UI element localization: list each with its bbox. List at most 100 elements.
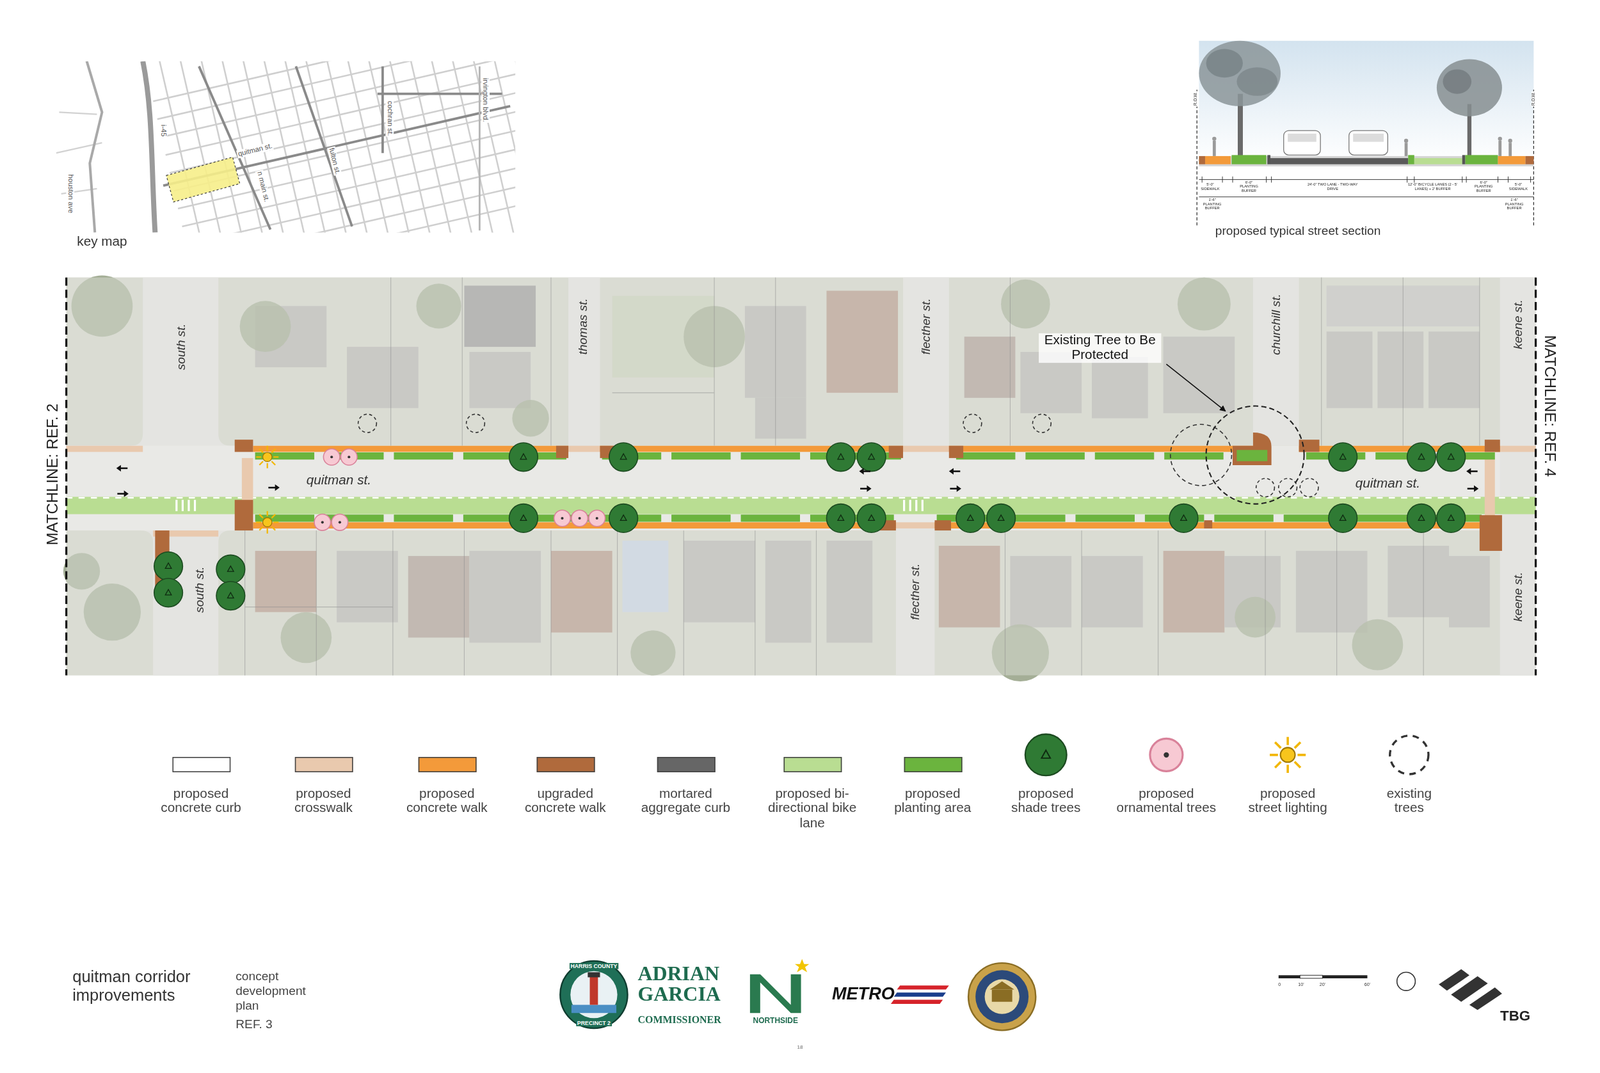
logos-part [1299,975,1323,979]
shade-tree-part [1328,442,1358,472]
dimension: R.O.W. [1531,91,1536,107]
street-section-part [1436,58,1503,116]
logos-part [894,992,946,997]
legend-label: proposed ornamental trees [1115,786,1218,816]
shade-tree [154,442,1466,610]
street-section-part-part [1498,140,1502,157]
street-name: fulton st. [327,145,343,176]
street-name: south st. [174,323,189,370]
street-name: houston ave [66,173,75,215]
shade-tree-part [509,504,539,534]
legend-label: proposed crosswalk [282,786,365,816]
dimension: 6'-0" PLANTING BUFFER [1470,181,1497,194]
existing-tree-part [1256,478,1275,498]
dimension: 1'-6" PLANTING BUFFER [1500,199,1528,212]
street-plan-part-part [234,439,254,452]
shade-tree-part [216,554,246,584]
street-name: thomas st. [576,298,591,355]
section-caption: proposed typical street section [1215,224,1381,239]
sheet-subtitle: concept development plan [235,969,323,1014]
existing-tree-part [1278,478,1298,498]
logos-part [984,979,1020,1015]
traffic-arrow-part [1466,468,1478,475]
ornamental-tree-part [314,514,331,532]
shade-tree-part [856,504,886,534]
shade-tree-part [986,504,1016,534]
legend-label: proposed concrete walk [398,786,496,816]
street-name: i-45 [159,123,168,138]
logos-part [992,990,1013,1003]
shade-tree-part [1407,504,1437,534]
callout-note: Existing Tree to Be Protected [1038,333,1161,363]
logos-part [890,1000,943,1005]
street-plan-part-part [909,499,912,512]
legend-label: existing trees [1378,786,1440,816]
existing-tree-part [1206,406,1305,505]
key-map-part [87,61,103,233]
street-name: quitman st. [1355,476,1421,491]
street-section-part [1270,158,1408,165]
street-plan-part-part [921,499,924,512]
key-map-part [144,61,516,233]
traffic-arrow [116,465,1480,498]
street-section-part [1212,136,1513,157]
street-plan-part-part [949,446,964,459]
existing-tree-part [466,414,486,433]
aerial-base-part [66,277,1536,676]
traffic-arrow-part [858,468,871,475]
logos-part [1278,975,1300,979]
street-section-part [1283,130,1321,155]
street-section [1196,40,1534,227]
street-name: irvington blvd. [481,76,490,123]
shade-tree-part [154,552,184,582]
street-plan-part [1236,449,1268,462]
street-section-part [1198,176,1534,198]
street-plan-part-part [1479,515,1503,552]
legend-swatch [294,757,353,773]
matchline [66,277,1536,676]
legend-symbol [1015,732,1077,778]
street-section-part [1498,156,1526,165]
dimension: 6'-0" PLANTING BUFFER [1235,181,1263,194]
legend-symbol [1378,732,1440,778]
shade-tree-part [1436,442,1466,472]
street-section-part [1525,156,1535,165]
street-section-part-part [1212,140,1216,157]
legend-swatch [903,757,962,773]
traffic-arrow-part [116,465,128,472]
street-plan-part-part [1484,439,1501,452]
street-section-part [1206,49,1243,79]
legend-label: proposed shade trees [1004,786,1087,816]
legend-symbol [1256,732,1319,778]
logos-part [1322,975,1368,979]
ornamental-tree-part [571,510,589,527]
street-name: flecther st. [919,298,934,355]
matchline-label: MATCHLINE: REF. 4 [1541,335,1559,477]
street-section-part [1198,156,1206,165]
street-name: south st. [193,566,207,613]
street-section-part-part [1508,138,1513,143]
street-plan-part [1253,277,1300,447]
logos-part [794,959,809,973]
existing-tree-part [358,414,377,433]
street-section-part [1408,154,1415,164]
street-section-part [1267,154,1271,164]
logos-part [590,976,599,1006]
shade-tree-part [609,504,639,534]
scale-label: 10' [1297,983,1304,989]
key-map-part [56,112,103,194]
logo-text: HARRIS COUNTY [569,963,619,970]
street-plan-part-part [193,499,196,512]
street-name: keene st. [1511,299,1526,350]
logos-part [1397,972,1416,991]
logos-part [560,961,628,1029]
street-section-part [1352,133,1384,143]
shade-tree-part [956,504,985,534]
street-section-part [1414,158,1463,165]
street-plan-part-part [903,499,905,512]
street-plan-part-part [234,499,254,531]
street-section-part [1205,156,1231,165]
street-plan-part-part [66,446,144,453]
street-section-part-part [1212,136,1216,141]
